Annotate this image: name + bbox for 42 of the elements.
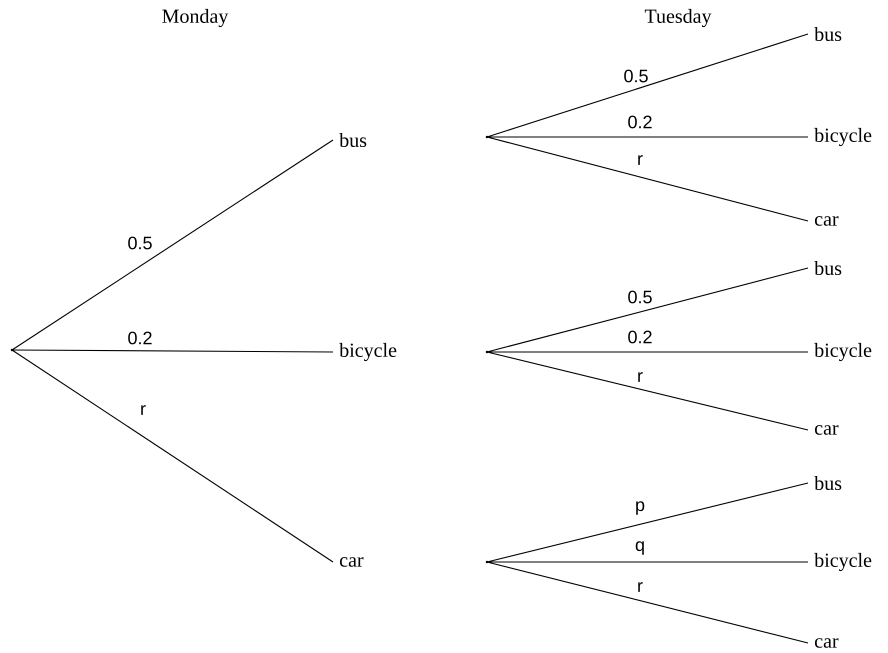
outcome-label: bus — [814, 26, 842, 42]
outcome-label: bus — [814, 260, 842, 276]
branch-line — [486, 351, 808, 431]
column-heading: Monday — [162, 8, 228, 28]
branch-line — [12, 350, 334, 562]
outcome-label: bicycle — [339, 342, 396, 362]
probability-label: 0.5 — [128, 236, 152, 250]
outcome-label: bus — [339, 132, 366, 148]
branch-line — [487, 136, 808, 138]
branch-line — [12, 140, 334, 350]
branch-line — [486, 267, 808, 353]
outcome-label: car — [814, 638, 838, 648]
outcome-label: bicycle — [814, 342, 872, 362]
outcome-label: bicycle — [814, 128, 872, 146]
outcome-label: car — [340, 557, 364, 567]
branch-point — [486, 350, 488, 354]
probability-label: r — [638, 155, 643, 165]
outcome-label: bicycle — [814, 552, 872, 572]
column-heading: Tuesday — [644, 8, 712, 28]
outcome-label: car — [814, 216, 838, 226]
branch-line — [486, 136, 808, 222]
probability-label: r — [638, 372, 643, 382]
branch-point — [10, 348, 14, 352]
branch-line — [12, 349, 333, 353]
probability-label: 0.5 — [628, 290, 652, 304]
branch-line — [487, 351, 808, 353]
outcome-label: car — [814, 425, 838, 435]
probability-label: 0.2 — [628, 116, 652, 128]
branch-line — [487, 561, 808, 563]
probability-label: r — [638, 582, 643, 592]
probability-label: 0.2 — [628, 330, 652, 344]
branch-point — [486, 560, 488, 564]
outcome-label: bus — [814, 476, 842, 490]
probability-label: q — [636, 541, 644, 555]
probability-label: 0.2 — [128, 332, 152, 344]
probability-label: 0.5 — [624, 70, 648, 82]
branch-line — [486, 561, 808, 644]
branch-point — [486, 136, 488, 138]
branch-line — [486, 33, 808, 138]
probability-label: p — [636, 501, 644, 515]
branch-line — [486, 482, 808, 563]
probability-label: r — [141, 405, 146, 415]
